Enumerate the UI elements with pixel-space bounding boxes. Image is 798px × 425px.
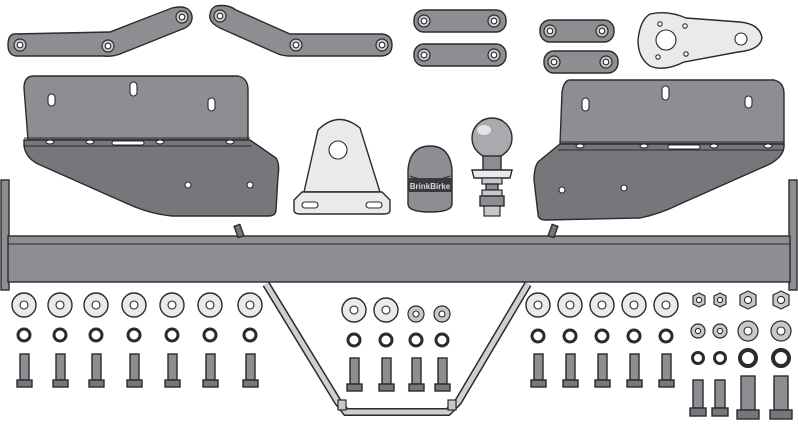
flat-washer	[712, 323, 728, 339]
hex-bolt	[434, 357, 451, 392]
spring-washer	[658, 328, 674, 344]
side-bracket-right	[533, 79, 785, 221]
spring-washer	[713, 351, 727, 365]
curved-strap-right	[209, 4, 393, 57]
hex-bolt	[769, 375, 793, 420]
flat-washer	[653, 292, 679, 318]
flat-washer	[373, 297, 399, 323]
spring-washer	[771, 348, 791, 368]
spring-washer	[691, 351, 705, 365]
hardware-set-right	[525, 292, 679, 388]
spring-washer	[164, 327, 180, 343]
hex-bolt	[16, 353, 33, 388]
hex-bolt	[626, 353, 643, 388]
spring-washer	[408, 332, 424, 348]
tow-ball-cap-label: BrinkBirke	[410, 182, 451, 191]
electrical-socket-plate	[637, 11, 763, 69]
flat-washer	[341, 297, 367, 323]
hex-nut	[739, 290, 757, 310]
spring-washer	[738, 348, 758, 368]
hex-bolt	[88, 353, 105, 388]
flat-washer	[159, 292, 185, 318]
hex-bolt	[408, 357, 425, 392]
cross-beam	[0, 179, 798, 291]
hardware-set-far-right	[689, 290, 793, 420]
hex-bolt	[346, 357, 363, 392]
flat-washer	[47, 292, 73, 318]
hex-bolt	[378, 357, 395, 392]
spring-washer	[626, 328, 642, 344]
curved-strap-left	[7, 6, 193, 57]
flat-washer	[237, 292, 263, 318]
flat-washer	[557, 292, 583, 318]
spring-washer	[242, 327, 258, 343]
hex-bolt	[658, 353, 675, 388]
hex-bolt	[562, 353, 579, 388]
hex-bolt	[689, 379, 707, 417]
hex-bolt	[530, 353, 547, 388]
flat-washer	[770, 320, 792, 342]
spring-washer	[202, 327, 218, 343]
hardware-set-left	[11, 292, 263, 388]
hex-bolt	[594, 353, 611, 388]
hex-bolt	[736, 375, 760, 420]
spring-washer	[88, 327, 104, 343]
flat-washer	[690, 323, 706, 339]
spring-washer	[126, 327, 142, 343]
hardware-set-center	[341, 297, 451, 392]
flat-washer	[11, 292, 37, 318]
short-strap-lower	[543, 50, 619, 74]
short-strap-upper	[539, 19, 615, 43]
tow-ball-mounting-block	[293, 118, 391, 215]
spring-washer	[52, 327, 68, 343]
spring-washer	[530, 328, 546, 344]
tow-ball	[471, 117, 513, 217]
hex-nut	[692, 292, 706, 308]
flat-washer	[589, 292, 615, 318]
hex-bolt	[202, 353, 219, 388]
flat-washer	[433, 305, 451, 323]
hex-bolt	[164, 353, 181, 388]
tow-ball-cap: BrinkBirke	[407, 145, 453, 213]
u-frame-support	[262, 281, 532, 416]
flat-washer	[83, 292, 109, 318]
straight-strap-lower	[413, 43, 507, 67]
spring-washer	[378, 332, 394, 348]
hex-bolt	[242, 353, 259, 388]
spring-washer	[594, 328, 610, 344]
hex-bolt	[711, 379, 729, 417]
flat-washer	[737, 320, 759, 342]
flat-washer	[197, 292, 223, 318]
hex-bolt	[52, 353, 69, 388]
hex-nut	[713, 292, 727, 308]
flat-washer	[121, 292, 147, 318]
straight-strap-upper	[413, 9, 507, 33]
spring-washer	[562, 328, 578, 344]
hex-bolt	[126, 353, 143, 388]
flat-washer	[525, 292, 551, 318]
side-bracket-left	[23, 75, 280, 217]
flat-washer	[621, 292, 647, 318]
flat-washer	[407, 305, 425, 323]
spring-washer	[434, 332, 450, 348]
hex-nut	[772, 290, 790, 310]
spring-washer	[346, 332, 362, 348]
spring-washer	[16, 327, 32, 343]
